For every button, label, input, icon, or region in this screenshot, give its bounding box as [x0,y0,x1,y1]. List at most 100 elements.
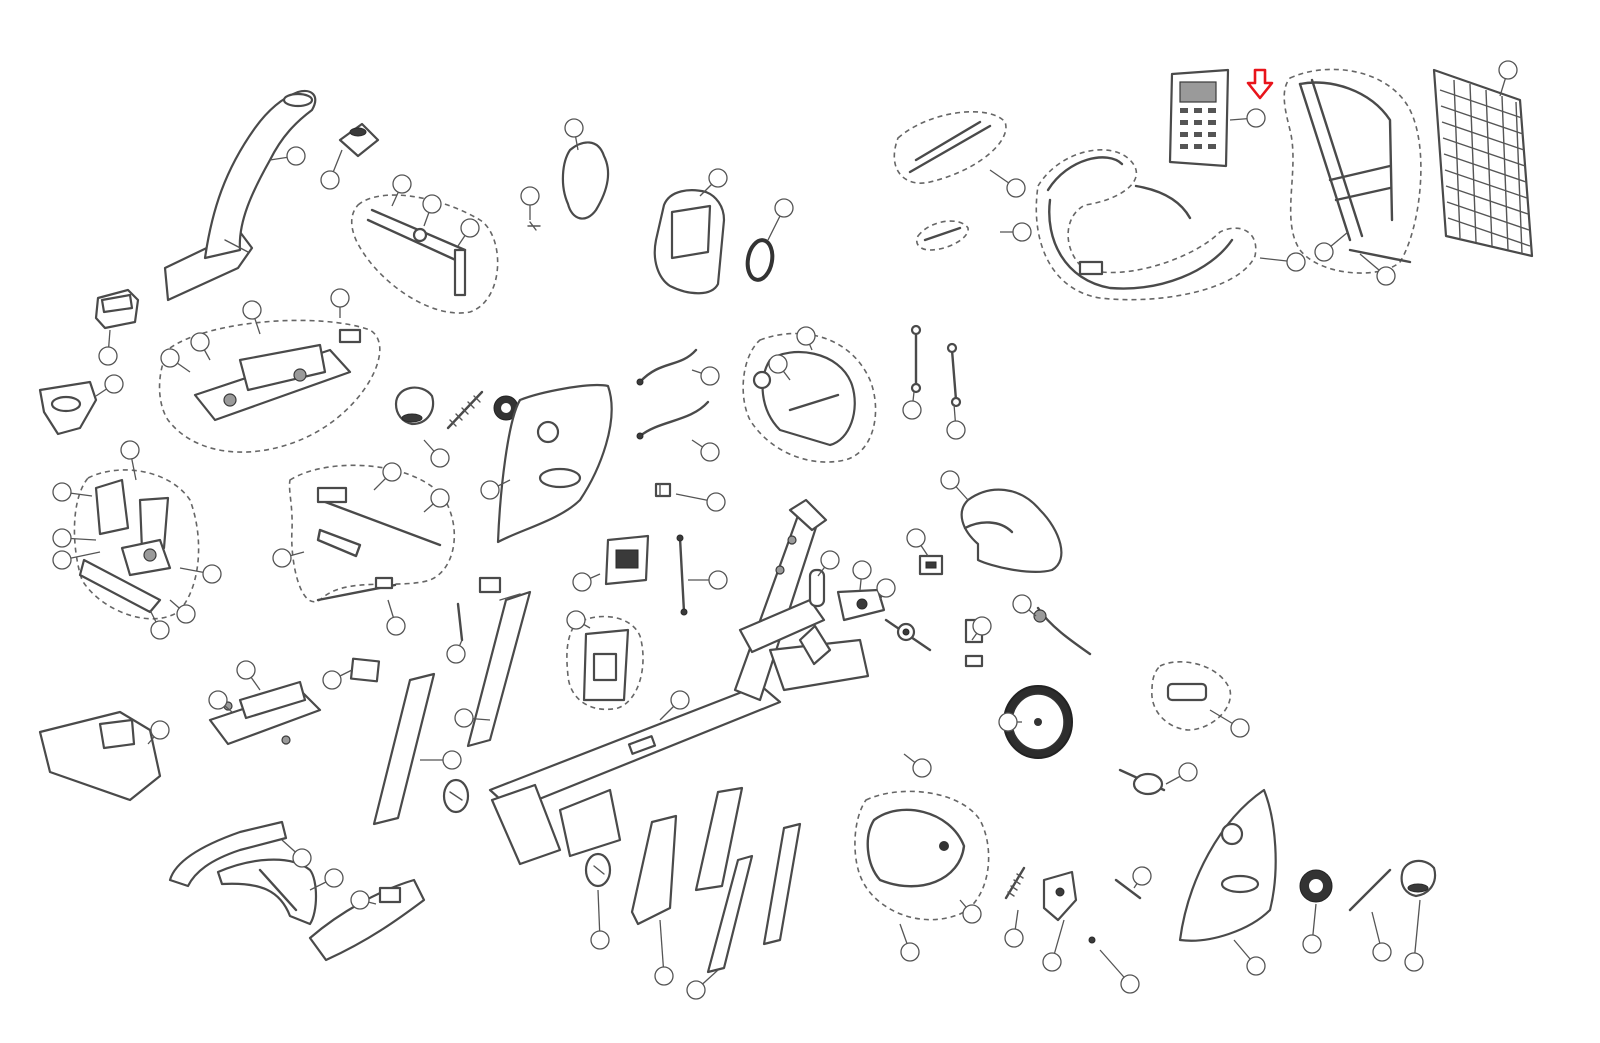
callout-c38 [572,572,601,592]
terminal-a-part [910,324,922,394]
callout-c22 [169,599,196,624]
callout-c31 [675,492,726,512]
callout-c70 [1233,939,1266,976]
end-cap-part [442,778,470,814]
callout-c42 [852,560,872,591]
callout-c04 [422,194,442,227]
bolt-part [1114,878,1142,900]
seat-rail-group [350,194,499,314]
handle-grip-group [893,111,1007,184]
chain-cover-part [960,488,1063,573]
callout-c23 [272,548,305,568]
label-plate-part [478,576,502,594]
down-arrow-icon [1246,68,1274,100]
saddle-slider-group [288,464,456,603]
callout-c48 [903,753,932,778]
callout-c74 [989,169,1026,198]
callout-c11 [95,374,124,397]
callout-c63 [686,969,719,1000]
callout-c73 [1404,899,1424,972]
gear-part [493,395,519,421]
callout-c68 [1132,866,1152,889]
o-ring-part [745,238,775,282]
callout-c44 [971,616,992,641]
callout-c30 [691,439,720,462]
bushing-part [808,568,826,608]
sprocket-part [1299,869,1333,903]
spring-part [446,390,484,430]
callout-c09 [767,198,794,241]
callout-c67 [1042,919,1065,972]
callout-c02 [320,149,343,190]
pedal-strap-part [168,820,288,888]
foot-plate-part [584,852,612,888]
rear-stabilizer-part [38,710,162,802]
callout-c78 [1314,231,1349,262]
handlebar-loop-group [1035,149,1257,301]
callout-c53 [446,639,466,664]
callout-c40 [688,570,728,590]
callout-c54 [420,750,462,770]
upright-tube-part [372,672,436,826]
callout-c43 [876,578,896,601]
callout-c58 [281,839,312,868]
callout-c01 [269,146,306,166]
card-part [349,657,381,683]
mounting-bracket-part [208,680,322,746]
callout-c08 [699,168,728,197]
callout-c14 [242,300,262,335]
callout-c13 [190,332,211,361]
callout-c51 [454,708,491,728]
callout-c52 [322,669,353,690]
callout-c71 [1302,903,1322,954]
magnet-group [1151,661,1232,731]
callout-c62 [654,919,674,986]
callout-c35 [946,403,966,440]
pulse-sensor-part [604,534,650,586]
callout-c10 [98,329,118,366]
callout-c50 [659,690,690,721]
rear-frame-group [1283,68,1422,274]
bottle-holder-part [94,288,140,330]
callout-c24 [373,462,402,491]
callout-c16 [120,440,140,481]
callout-c18 [52,528,97,548]
callout-c46 [1209,709,1250,738]
connector-block-part [654,482,672,498]
callout-c19 [52,550,101,570]
callout-c41 [817,550,840,577]
foot-rail-right-part [706,854,754,974]
drive-belt-group [854,790,990,921]
console-display-part [1168,68,1230,168]
wire-harness-part [676,534,688,616]
callout-c05 [457,218,480,247]
callout-c65 [959,899,982,924]
callout-c29 [691,366,720,386]
callout-c57 [236,660,261,691]
callout-markers [52,60,1518,1000]
callout-c80 [1498,60,1518,97]
cup-holder-part [38,380,98,436]
callout-c61 [590,889,610,950]
seat-tube-part [466,590,532,748]
callout-c79 [1359,253,1396,286]
crank-axle-part [1348,868,1392,912]
callout-c64 [899,923,920,962]
callout-c76 [1229,108,1266,128]
callout-c12 [160,348,191,373]
rear-grid-panel-part [1432,68,1534,258]
callout-c36 [940,470,969,501]
callout-c25 [423,488,450,513]
callout-c66 [1004,909,1024,948]
right-side-cover-part [1178,788,1277,942]
callout-c49 [1165,762,1198,785]
seat-back-group [73,469,200,620]
callout-c39 [566,610,591,630]
callout-c03 [391,174,412,207]
clamp-part [918,554,944,576]
screw-part [1088,936,1096,944]
dome-nut-part [394,386,435,426]
callout-c75 [1000,222,1032,242]
callout-c06 [520,186,540,220]
